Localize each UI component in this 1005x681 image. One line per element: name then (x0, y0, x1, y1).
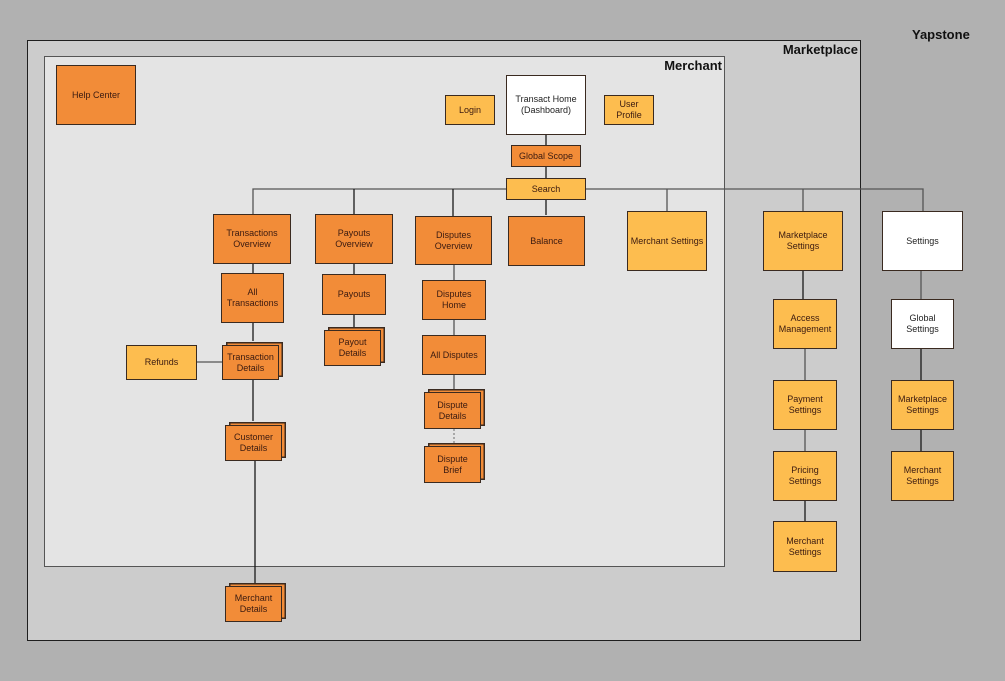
node-pricing-settings[interactable]: Pricing Settings (773, 451, 837, 501)
node-login[interactable]: Login (445, 95, 495, 125)
node-global-settings[interactable]: Global Settings (891, 299, 954, 349)
connector (252, 188, 924, 214)
node-dispute-details[interactable]: Dispute Details (424, 392, 481, 429)
node-all-disputes[interactable]: All Disputes (422, 335, 486, 375)
node-customer-details[interactable]: Customer Details (225, 425, 282, 461)
node-search[interactable]: Search (506, 178, 586, 200)
node-help-center[interactable]: Help Center (56, 65, 136, 125)
node-global-scope[interactable]: Global Scope (511, 145, 581, 167)
node-marketplace-settings-yapstone[interactable]: Marketplace Settings (891, 380, 954, 430)
node-transactions-overview[interactable]: Transactions Overview (213, 214, 291, 264)
node-dispute-brief[interactable]: Dispute Brief (424, 446, 481, 483)
node-merchant-settings-merchant[interactable]: Merchant Settings (627, 211, 707, 271)
node-disputes-home[interactable]: Disputes Home (422, 280, 486, 320)
merchant-region-title: Merchant (664, 58, 722, 73)
node-all-transactions[interactable]: All Transactions (221, 273, 284, 323)
node-payout-details[interactable]: Payout Details (324, 330, 381, 366)
node-access-management[interactable]: Access Management (773, 299, 837, 349)
node-payouts[interactable]: Payouts (322, 274, 386, 315)
node-balance[interactable]: Balance (508, 216, 585, 266)
marketplace-region-title: Marketplace (782, 42, 858, 57)
node-merchant-settings-yapstone[interactable]: Merchant Settings (891, 451, 954, 501)
node-transaction-details[interactable]: Transaction Details (222, 345, 279, 380)
node-transact-home[interactable]: Transact Home (Dashboard) (506, 75, 586, 135)
node-merchant-details[interactable]: Merchant Details (225, 586, 282, 622)
node-payouts-overview[interactable]: Payouts Overview (315, 214, 393, 264)
node-disputes-overview[interactable]: Disputes Overview (415, 216, 492, 265)
node-refunds[interactable]: Refunds (126, 345, 197, 380)
node-user-profile[interactable]: User Profile (604, 95, 654, 125)
node-payment-settings[interactable]: Payment Settings (773, 380, 837, 430)
node-marketplace-settings-marketplace[interactable]: Marketplace Settings (763, 211, 843, 271)
node-merchant-settings-marketplace[interactable]: Merchant Settings (773, 521, 837, 572)
node-settings-yapstone[interactable]: Settings (882, 211, 963, 271)
yapstone-region-title: Yapstone (912, 27, 970, 42)
